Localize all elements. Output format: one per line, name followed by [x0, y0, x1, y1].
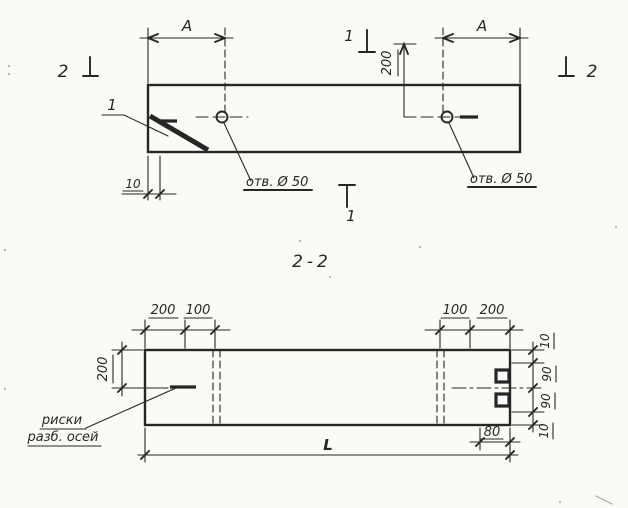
hole-label-right: отв. Ø 50: [470, 172, 532, 187]
dim-a-right-arrows: [440, 33, 523, 43]
dim-200-label: 200: [380, 51, 395, 76]
section-1-bottom-label: 1: [346, 207, 356, 225]
paper-speckles: [3, 64, 618, 505]
section-2-right-label: 2: [587, 62, 598, 82]
hole-label-underlines: [243, 186, 537, 191]
hole-right: [440, 110, 454, 124]
dim-top-right-ticks: [435, 325, 515, 335]
dim-top-right-200: 200: [480, 303, 505, 318]
note-underlines: [27, 428, 102, 447]
section-2-left-label: 2: [58, 62, 69, 82]
speckle: [328, 275, 332, 279]
detail-label: 1: [107, 96, 117, 114]
mark-square-top: [494, 368, 511, 384]
dim-top-left-ticks: [140, 325, 220, 335]
section-1-bottom-mark: [338, 184, 356, 208]
dim-height-ticks: [117, 345, 127, 393]
section-title: 2-2: [292, 252, 332, 272]
plan-axis-marks: [157, 115, 478, 123]
dim-top-right-100: 100: [443, 303, 468, 318]
speckle-stroke: [595, 495, 613, 505]
section-1-top-label: 1: [344, 27, 354, 45]
dim-right-90-top: 90: [540, 366, 554, 382]
speckle: [298, 239, 302, 243]
hole-label-left: отв. Ø 50: [246, 175, 308, 190]
speckle: [614, 225, 618, 229]
dim-a-left-label: A: [181, 17, 192, 35]
section-1-top-mark: [358, 29, 376, 53]
dim-top-left-100: 100: [186, 303, 211, 318]
speckle: [558, 500, 562, 504]
dim-right-10-top: 10: [538, 333, 552, 349]
speckle: [7, 64, 11, 68]
dim-200-arrow: [399, 41, 409, 55]
dim-10-label: 10: [125, 177, 141, 191]
dim-80-label: 80: [484, 425, 501, 440]
dim-top-left-lines: [131, 319, 231, 349]
mark-square-bottom: [494, 392, 511, 408]
speckle: [3, 387, 7, 391]
dim-200-lines: [393, 43, 417, 118]
dim-right-ticks: [528, 345, 538, 430]
beam-outline: [146, 83, 522, 154]
speckle: [418, 245, 422, 249]
note-leader: [85, 387, 177, 429]
dim-right-10-bottom: 10: [537, 423, 551, 439]
note-line1: риски: [41, 413, 82, 428]
detail-leader-line: [101, 114, 169, 137]
dim-right-90-bottom: 90: [539, 393, 553, 409]
note-line2: разб. осей: [27, 430, 99, 445]
plan-view: 1 A A 2 2 1 1 200 отв. Ø 50 отв. Ø 50: [58, 17, 598, 225]
dim-a-left-arrows: [145, 33, 228, 43]
speckle: [7, 72, 11, 76]
dim-10-ticks: [143, 189, 165, 199]
speckle: [3, 248, 7, 252]
dim-right-underlines: [552, 332, 557, 440]
section-view: 2-2 200 100 100 200 200 риски разб. осей: [27, 252, 557, 463]
hole-left: [215, 110, 229, 124]
dim-right-lines: [511, 341, 545, 433]
hole-leader-lines: [223, 122, 475, 182]
section-2-right-mark: [558, 56, 575, 77]
dim-height-label: 200: [96, 357, 111, 382]
axis-dashed-lines: [212, 349, 445, 426]
dim-length-label: L: [323, 436, 333, 454]
dim-top-right-lines: [424, 319, 524, 349]
dim-a-right-label: A: [476, 17, 487, 35]
dim-length-ticks: [140, 450, 515, 460]
dim-top-left-200: 200: [151, 303, 176, 318]
section-2-left-mark: [82, 56, 99, 77]
